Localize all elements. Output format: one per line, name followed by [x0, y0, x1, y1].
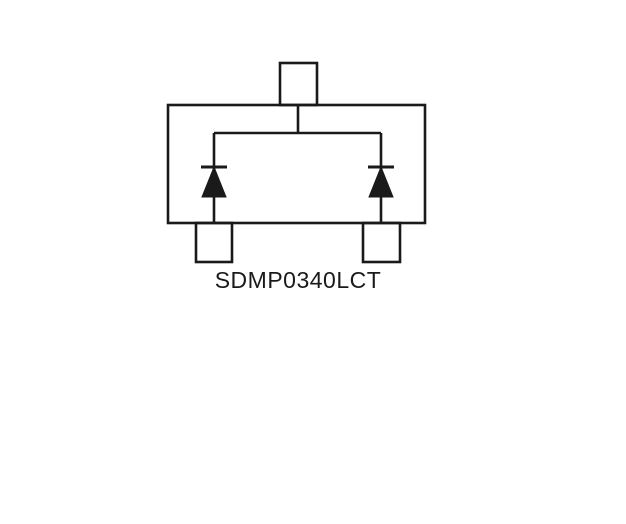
package-body-outline — [166, 103, 427, 225]
right-diode-triangle — [368, 165, 394, 198]
part-number-label: SDMP0340LCT — [215, 267, 382, 293]
left-diode-triangle — [201, 165, 227, 198]
bottom-left-pin — [194, 221, 234, 264]
bottom-right-pin — [361, 221, 402, 264]
top-pin — [278, 61, 319, 107]
left-diode-icon — [201, 165, 227, 198]
right-diode-icon — [368, 165, 394, 198]
